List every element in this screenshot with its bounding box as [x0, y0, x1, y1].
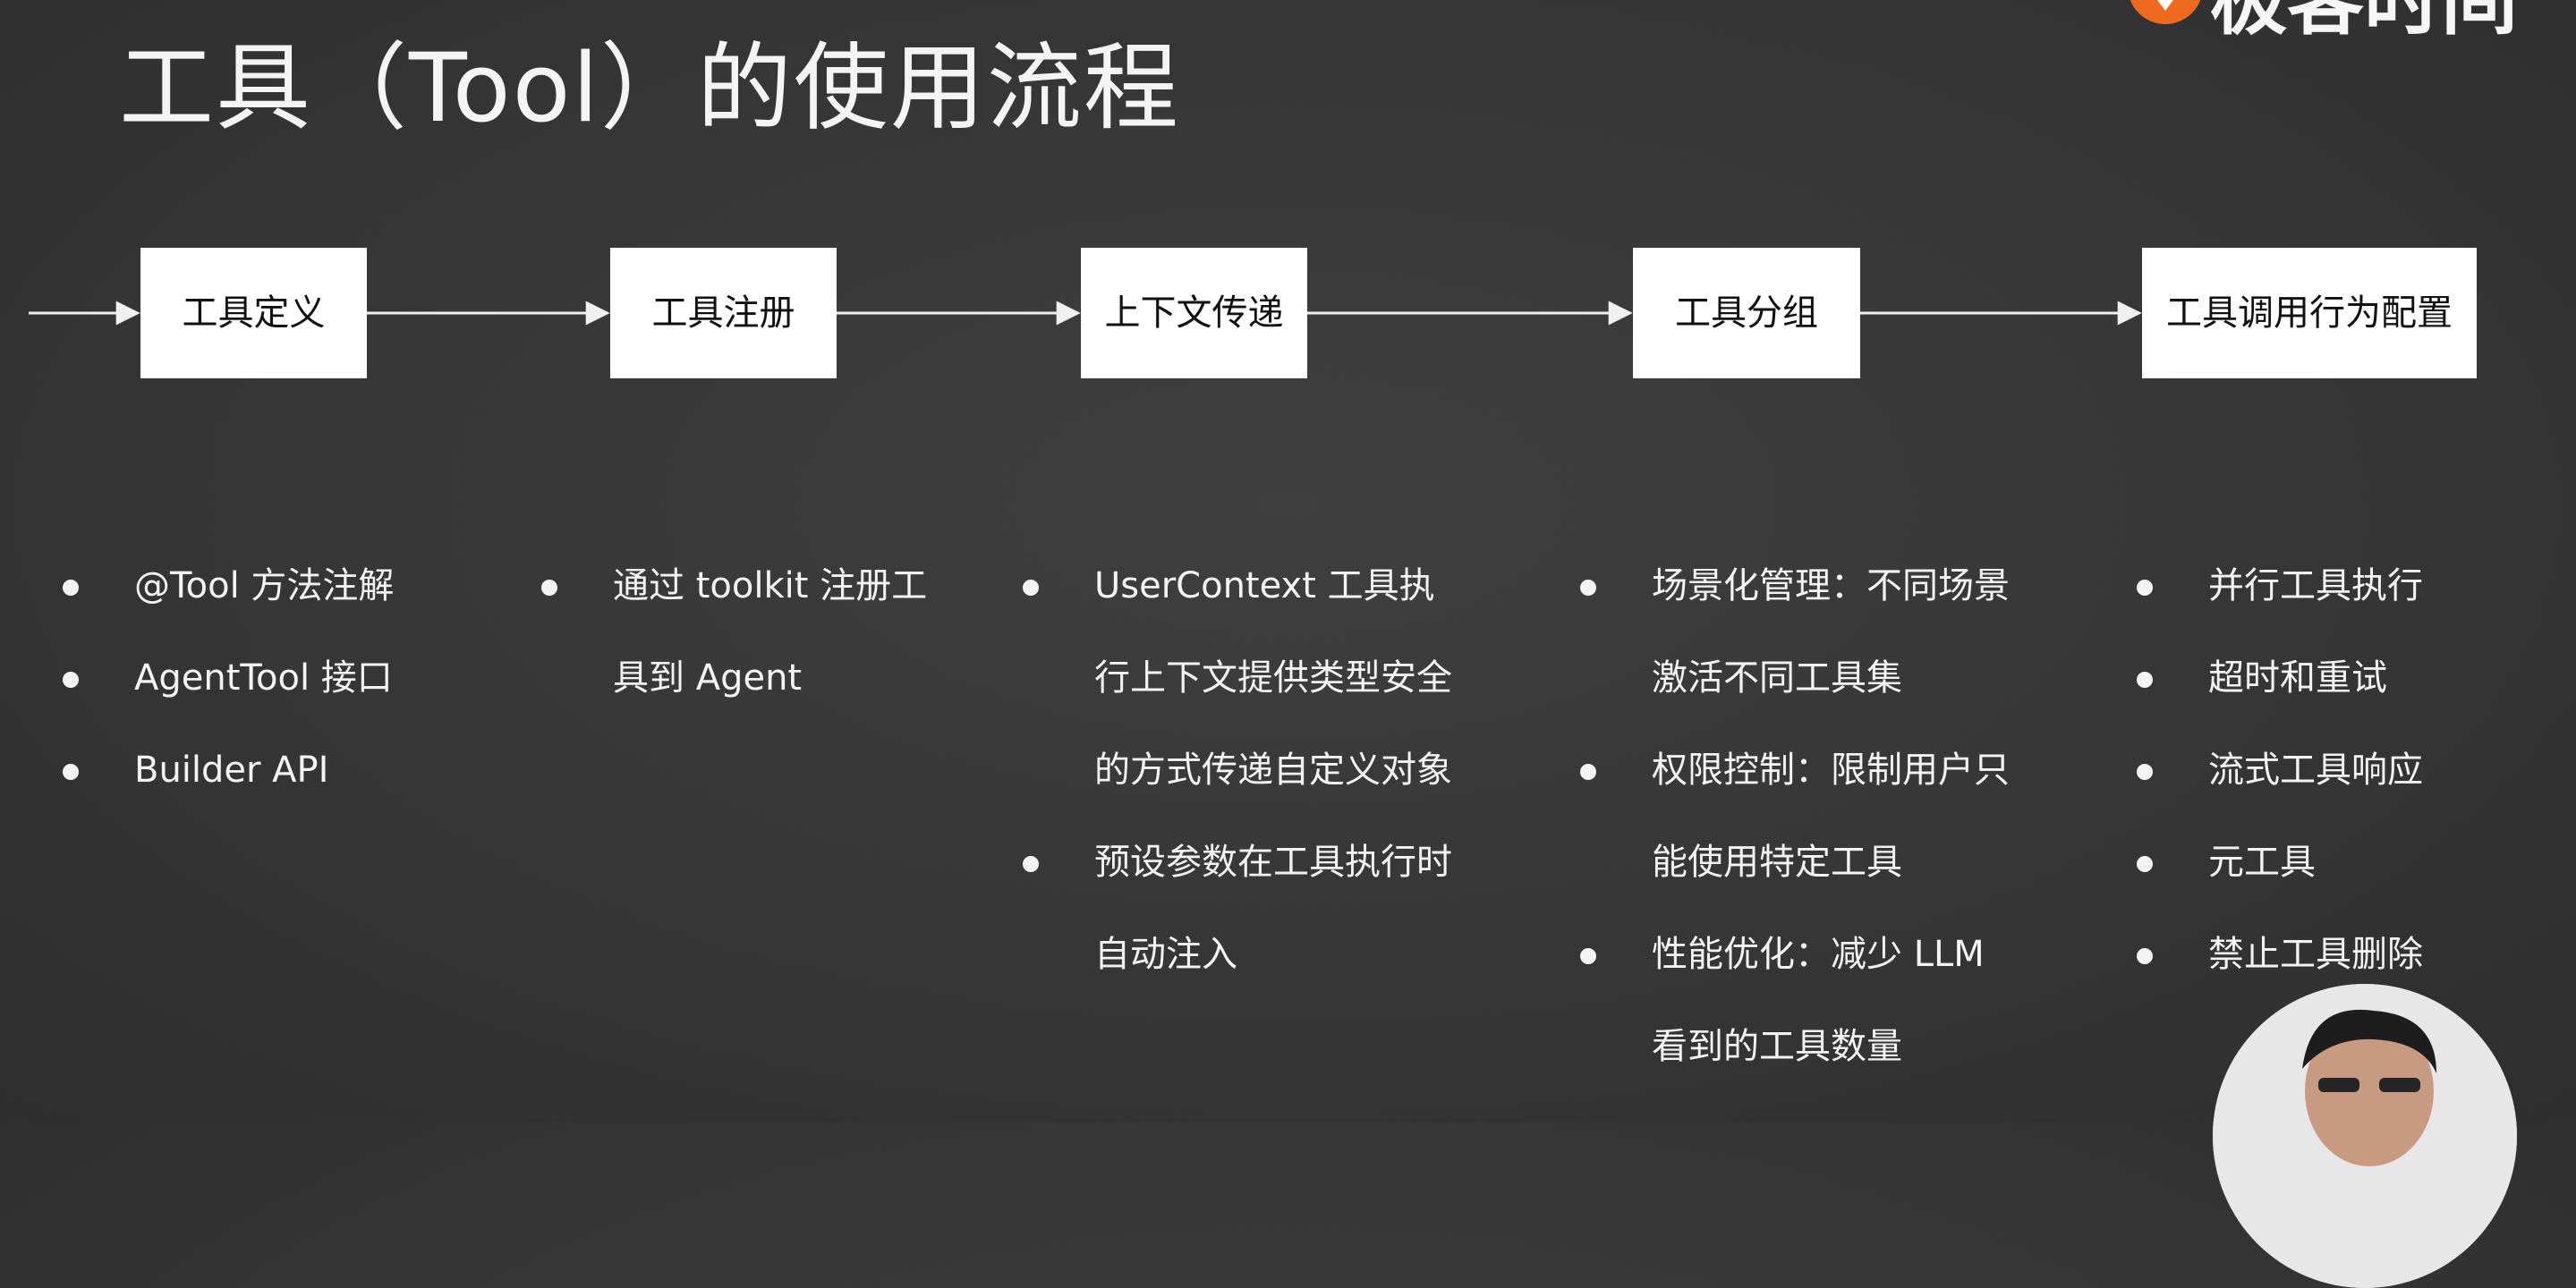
presenter-video-icon — [2213, 984, 2517, 1288]
slide-title: 工具（Tool）的使用流程 — [119, 33, 1180, 143]
step-call-behavior-config: 工具调用行为配置 — [2142, 248, 2477, 378]
step-tool-grouping: 工具分组 — [1633, 248, 1860, 378]
step-tool-registration: 工具注册 — [610, 248, 837, 378]
details-tool-registration: 通过 toolkit 注册工具到 Agent — [541, 540, 935, 724]
bullet-item: 场景化管理：不同场景激活不同工具集 — [1580, 540, 2014, 724]
bullet-item: 权限控制：限制用户只能使用特定工具 — [1580, 724, 2014, 909]
bullet-item: 元工具 — [2137, 817, 2530, 909]
step-tool-definition: 工具定义 — [140, 248, 367, 378]
geektime-logo-icon — [2130, 0, 2201, 24]
bullet-item: 并行工具执行 — [2137, 540, 2530, 632]
bullet-item: @Tool 方法注解 — [63, 540, 456, 632]
bullet-item: 通过 toolkit 注册工具到 Agent — [541, 540, 935, 724]
bullet-item: Builder API — [63, 724, 456, 817]
details-tool-grouping: 场景化管理：不同场景激活不同工具集 权限控制：限制用户只能使用特定工具 性能优化… — [1580, 540, 2014, 1093]
bullet-item: 禁止工具删除 — [2137, 909, 2530, 1001]
brand-logo: 极客时间 — [2125, 0, 2576, 36]
bullet-item: 超时和重试 — [2137, 632, 2530, 724]
step-context-passing: 上下文传递 — [1081, 248, 1307, 378]
bullet-item: AgentTool 接口 — [63, 632, 456, 724]
details-tool-definition: @Tool 方法注解 AgentTool 接口 Builder API — [63, 540, 456, 817]
bullet-item: 预设参数在工具执行时自动注入 — [1023, 817, 1457, 1001]
flow-arrows — [29, 301, 2142, 326]
details-call-behavior: 并行工具执行 超时和重试 流式工具响应 元工具 禁止工具删除 — [2137, 540, 2530, 1001]
bullet-item: UserContext 工具执行上下文提供类型安全的方式传递自定义对象 — [1023, 540, 1457, 817]
bullet-item: 流式工具响应 — [2137, 724, 2530, 817]
bullet-item: 性能优化：减少 LLM 看到的工具数量 — [1580, 909, 2014, 1093]
details-context-passing: UserContext 工具执行上下文提供类型安全的方式传递自定义对象 预设参数… — [1023, 540, 1457, 1001]
logo-text: 极客时间 — [2210, 0, 2518, 36]
presenter-video-overlay — [2213, 984, 2517, 1288]
